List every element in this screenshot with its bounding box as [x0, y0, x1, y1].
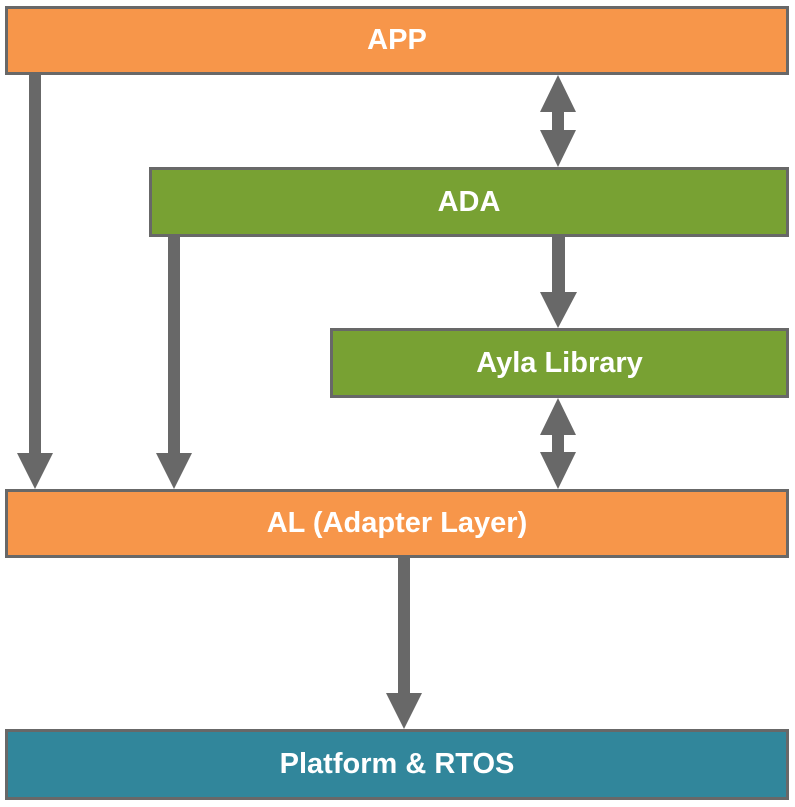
app-layer-label: APP — [367, 24, 427, 56]
ayla-library-label: Ayla Library — [476, 346, 643, 379]
arrow-app-to-al — [17, 75, 53, 489]
adapter-layer-label: AL (Adapter Layer) — [266, 507, 528, 539]
arrow-ayla-al-bidirectional — [540, 398, 576, 489]
arrow-ada-to-al — [156, 237, 192, 489]
platform-rtos-label: Platform & RTOS — [279, 748, 515, 780]
adapter-layer-box: AL (Adapter Layer) — [5, 489, 789, 558]
arrow-app-ada-bidirectional — [540, 75, 576, 167]
arrow-ada-to-ayla — [540, 237, 577, 328]
ayla-library-box: Ayla Library — [330, 328, 789, 398]
ada-layer-box: ADA — [149, 167, 789, 237]
platform-rtos-box: Platform & RTOS — [5, 729, 789, 800]
app-layer-box: APP — [5, 6, 789, 75]
arrow-al-to-platform — [386, 558, 422, 729]
ada-layer-label: ADA — [437, 185, 501, 218]
